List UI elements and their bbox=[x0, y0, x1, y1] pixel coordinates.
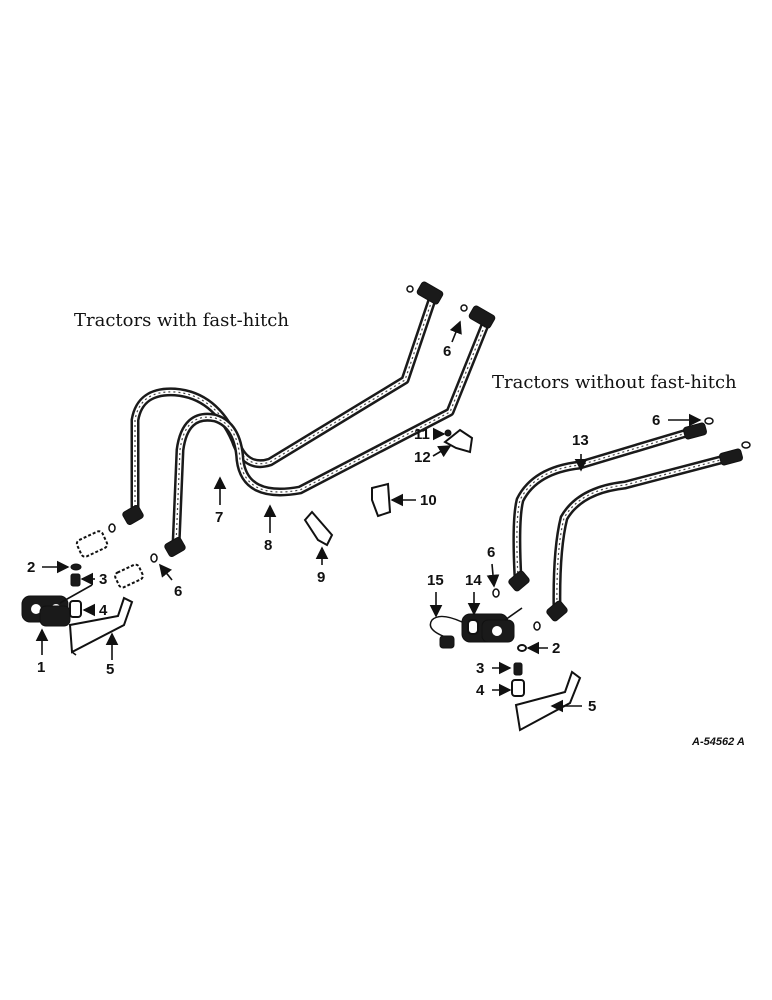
caption-with-fast-hitch: Tractors with fast-hitch bbox=[74, 310, 289, 331]
plug-3 bbox=[70, 573, 81, 587]
hose-7 bbox=[130, 295, 437, 517]
coupler-14 bbox=[461, 607, 523, 643]
callout-8: 8 bbox=[264, 537, 273, 554]
sleeve-4 bbox=[69, 600, 82, 618]
callout-1: 1 bbox=[37, 659, 46, 676]
reference-number: A-54562 A bbox=[692, 736, 745, 748]
hose-13 bbox=[512, 427, 695, 583]
callout-3: 3 bbox=[99, 571, 108, 588]
bracket-5-right bbox=[514, 670, 582, 732]
bracket-5-left bbox=[68, 596, 134, 656]
hose-second-right bbox=[552, 453, 733, 615]
plug-3-right bbox=[513, 662, 523, 676]
callout-6b: 6 bbox=[443, 343, 452, 360]
leader-arrows-right bbox=[429, 413, 702, 713]
callout-r14: 14 bbox=[465, 572, 482, 589]
leader-arrows-left bbox=[35, 320, 462, 660]
callout-r13: 13 bbox=[572, 432, 589, 449]
callout-10: 10 bbox=[420, 492, 437, 509]
callout-r6b: 6 bbox=[487, 544, 496, 561]
callout-r5: 5 bbox=[588, 698, 597, 715]
hose-8 bbox=[171, 320, 490, 550]
callout-7: 7 bbox=[215, 509, 224, 526]
callout-r3: 3 bbox=[476, 660, 485, 677]
bracket-10 bbox=[371, 482, 392, 518]
washer-2-right bbox=[517, 644, 527, 652]
clip-9 bbox=[303, 510, 334, 547]
clip-12 bbox=[443, 428, 474, 454]
callout-4: 4 bbox=[99, 602, 108, 619]
dust-caps-left bbox=[75, 530, 144, 589]
callout-6a: 6 bbox=[174, 583, 183, 600]
washer-11 bbox=[444, 429, 452, 437]
callout-9: 9 bbox=[317, 569, 326, 586]
sleeve-4-right bbox=[511, 679, 525, 697]
callout-r2: 2 bbox=[552, 640, 561, 657]
callout-r15: 15 bbox=[427, 572, 444, 589]
callout-r4: 4 bbox=[476, 682, 485, 699]
caption-without-fast-hitch: Tractors without fast-hitch bbox=[492, 372, 737, 393]
washer-2 bbox=[70, 563, 82, 571]
callout-12: 12 bbox=[414, 449, 431, 466]
callout-2: 2 bbox=[27, 559, 36, 576]
callout-5: 5 bbox=[106, 661, 115, 678]
hose-fittings-left bbox=[108, 281, 496, 563]
chain-15 bbox=[429, 615, 463, 649]
callout-r6a: 6 bbox=[652, 412, 661, 429]
coupler-1 bbox=[21, 584, 93, 627]
callout-11: 11 bbox=[414, 426, 430, 443]
